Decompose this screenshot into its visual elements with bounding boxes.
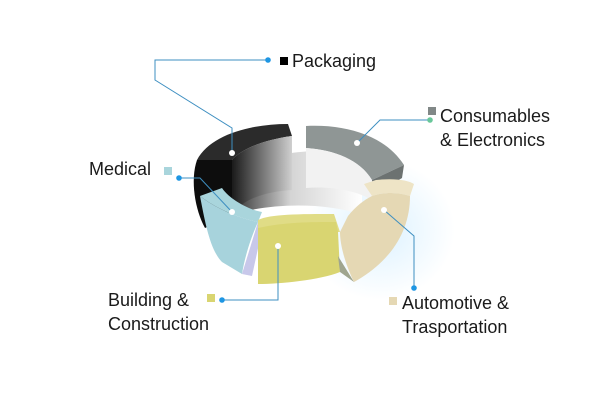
medical-connector [179,177,233,213]
segment-automotive [338,179,414,282]
packaging-inner-dot [229,150,235,156]
medical-side-face [242,222,262,276]
consumables-outer-dot [427,117,433,123]
automotive-front-face [340,193,410,282]
automotive-top-face [364,179,414,196]
automotive-side-face [338,256,354,282]
packaging-outer-dot [265,57,271,63]
automotive-outer-dot [411,285,417,291]
automotive-label: Automotive & Trasportation [402,293,510,337]
packaging-connector [154,59,268,153]
consumables-top-face [306,125,404,180]
connector-lines [154,59,430,301]
medical-inner-dot [229,209,235,215]
building-connector [222,246,279,301]
consumables-connector [356,119,430,144]
building-outer-dot [219,297,225,303]
consumables-label: Consumables & Electronics [440,106,551,150]
medical-legend-square [164,167,172,175]
building-inner-dot [275,243,281,249]
segment-medical [200,188,262,276]
building-front-face [258,222,340,284]
consumables-inner-dot [354,140,360,146]
automotive-inner-dot [381,207,387,213]
packaging-label: Packaging [292,51,377,71]
consumables-inner-face [306,148,372,200]
medical-outer-dot [176,175,182,181]
packaging-top-face [197,124,292,160]
automotive-legend-square [389,297,397,305]
medical-top-face [200,188,262,222]
packaging-legend-square [280,57,288,65]
building-label: Building & Construction [108,290,210,334]
medical-outer-face [200,196,258,274]
packaging-inner-face [232,136,292,215]
connector-dots [176,57,433,303]
consumables-legend-square [428,107,436,115]
building-legend-square [207,294,215,302]
medical-label: Medical [89,159,152,179]
automotive-connector [383,209,415,288]
segment-building [258,214,340,284]
